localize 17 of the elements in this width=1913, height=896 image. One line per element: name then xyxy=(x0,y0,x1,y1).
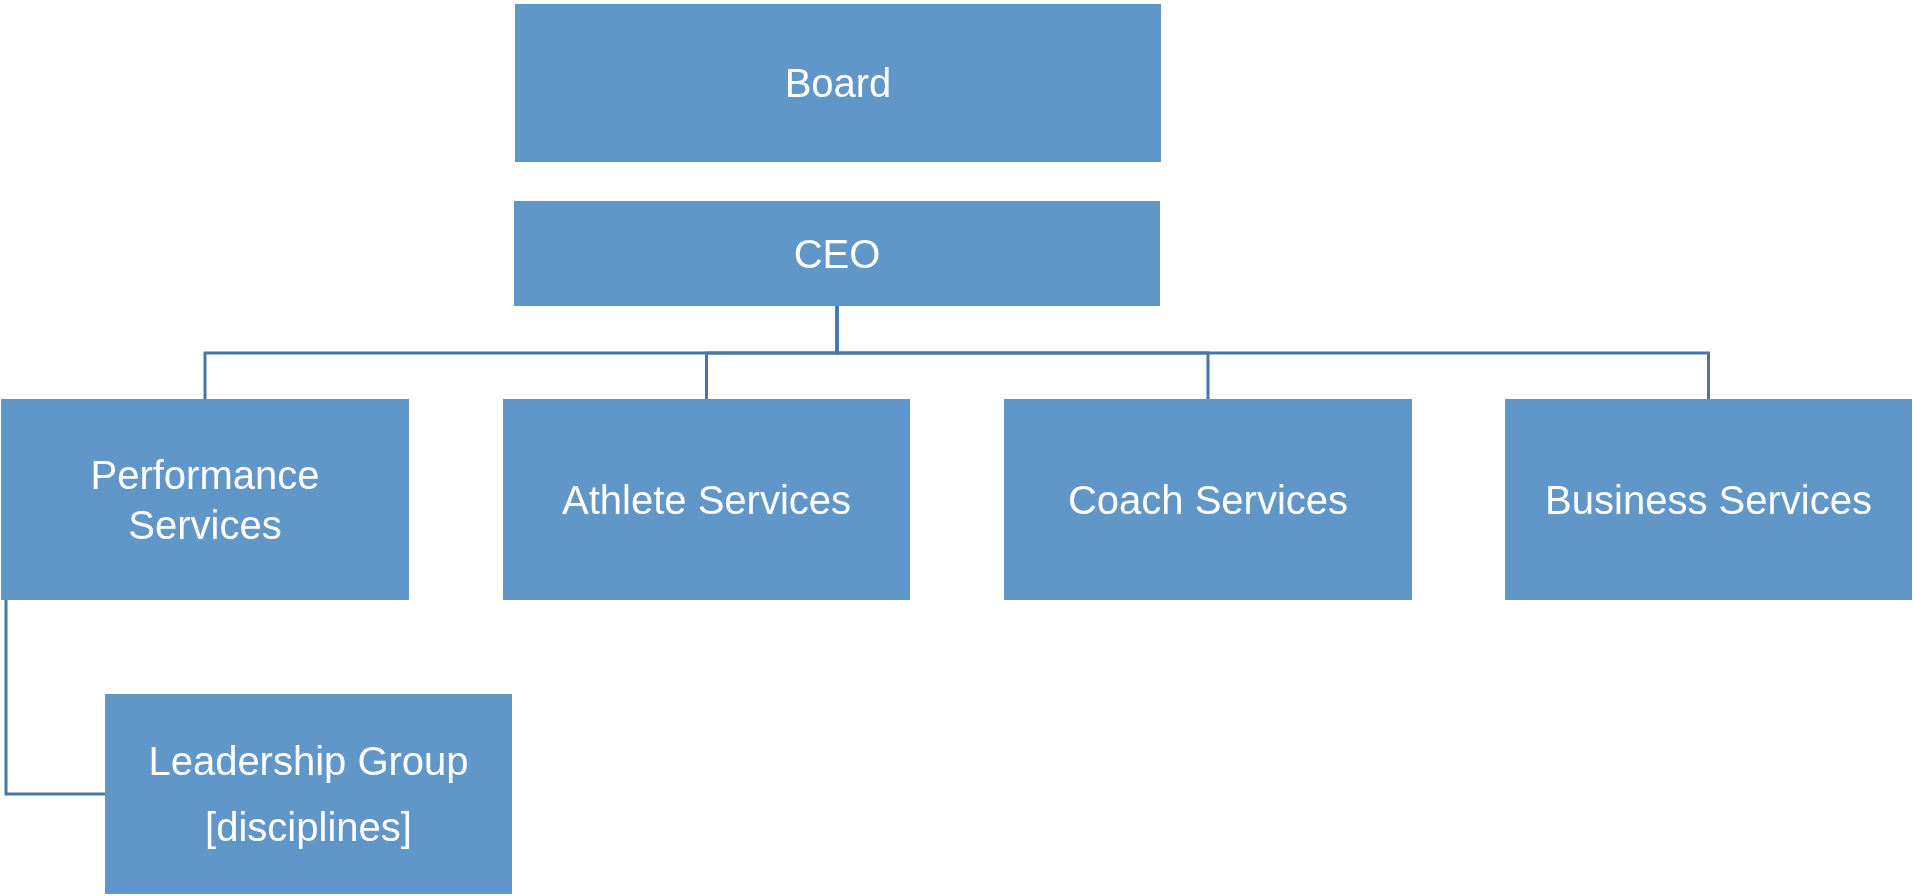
box-label: Coach Services xyxy=(1067,476,1349,524)
org-box xyxy=(1505,399,1912,600)
box-label: Athlete Services xyxy=(562,476,851,524)
org-box xyxy=(514,201,1160,306)
org-box xyxy=(1,399,409,600)
connector-line xyxy=(835,306,1710,399)
org-box xyxy=(105,694,512,894)
box-label: Business Services xyxy=(1545,476,1872,524)
org-box xyxy=(503,399,910,600)
box-label: [disciplines] xyxy=(205,804,412,851)
box-label: CEO xyxy=(793,230,881,278)
connector-line xyxy=(4,600,105,796)
box-label: Board xyxy=(784,60,892,107)
box-label: Leadership Group xyxy=(148,738,469,785)
org-box xyxy=(1004,399,1412,600)
org-box xyxy=(515,4,1161,162)
box-label: Performance Services xyxy=(89,451,321,549)
